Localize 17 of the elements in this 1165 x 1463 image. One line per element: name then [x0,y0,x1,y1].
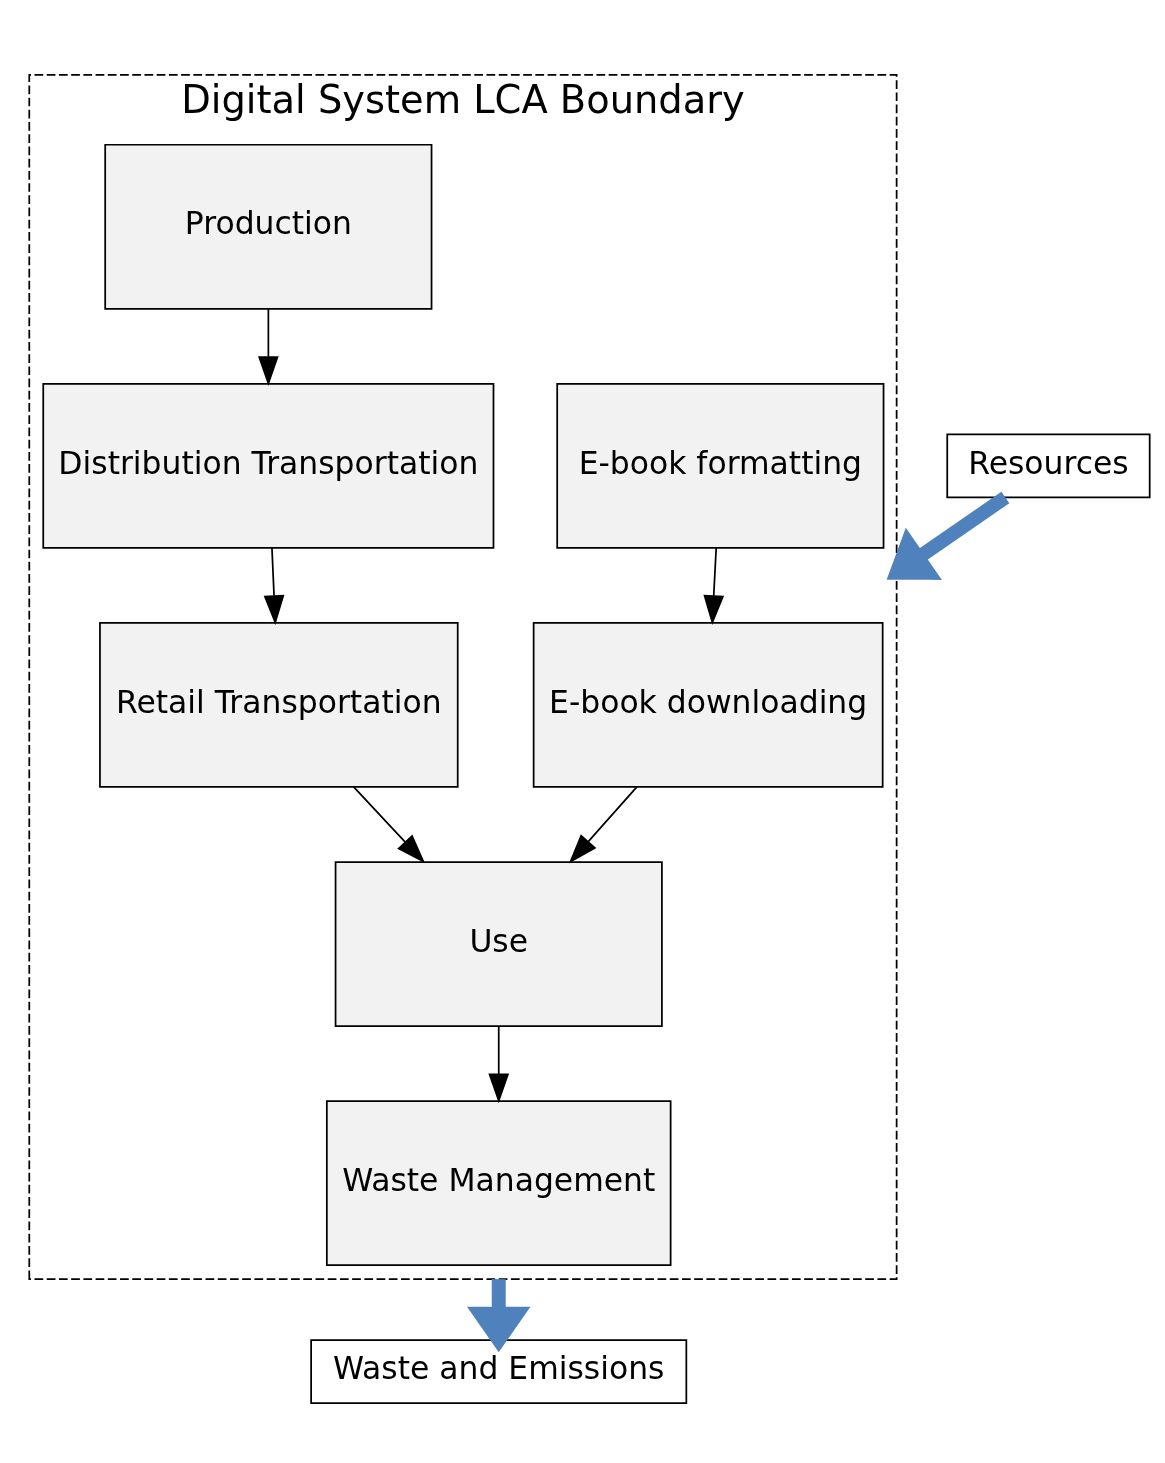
node-box: Retail Transportation [99,621,459,788]
arrow [353,785,426,863]
node-box: E-book downloading [532,621,884,788]
arrow [703,546,725,625]
node-box: E-book formatting [556,382,885,549]
arrow [263,546,285,625]
node-box: Production [104,143,433,310]
arrow [467,1278,531,1352]
node-box: Distribution Transportation [42,382,495,549]
arrow [488,1024,510,1103]
node-box: Waste and Emissions [310,1338,688,1404]
node-box: Waste Management [325,1099,672,1266]
node-box: Use [334,860,663,1027]
arrow [886,491,1010,580]
arrow [257,307,279,386]
node-box: Resources [946,433,1151,498]
arrow [568,785,638,863]
